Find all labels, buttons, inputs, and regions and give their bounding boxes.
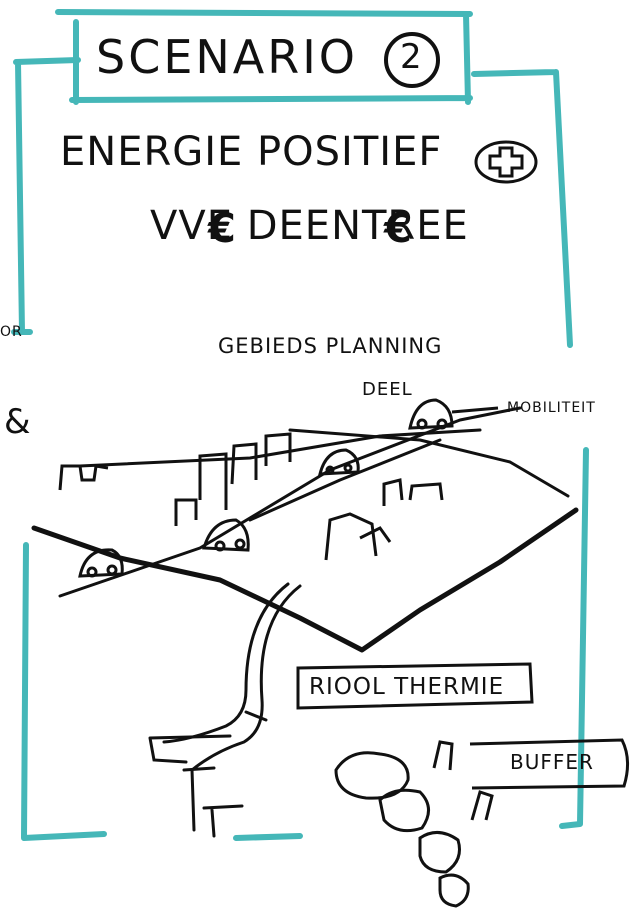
- landscape: [31, 406, 579, 653]
- label-deel: DEEL: [362, 379, 413, 400]
- buffer-box: [469, 738, 629, 790]
- scenario-number-circle: [384, 32, 440, 88]
- label-buffer: BUFFER: [510, 750, 594, 774]
- cut-off-text-or: OR: [0, 324, 23, 340]
- bottom-segment: [233, 833, 303, 841]
- hill-line-2: [78, 428, 482, 468]
- label-riool-thermie: RIOOL THERMIE: [309, 674, 505, 700]
- hill-line-1: [58, 406, 522, 598]
- plus-icon: [474, 140, 538, 184]
- main-valley-line: [31, 507, 579, 653]
- riool-thermie-box: [296, 662, 534, 710]
- subtitle-line-1: ENERGIE POSITIEF: [60, 129, 443, 175]
- house-icon: [58, 432, 444, 561]
- subtitle-line-2: VVE DEENTREE: [150, 203, 469, 249]
- label-gebieds-planning: GEBIEDS PLANNING: [218, 334, 443, 358]
- scenario-title: SCENARIO: [96, 30, 358, 84]
- euro-sign-icon: €: [207, 206, 236, 252]
- right-bracket-top: [471, 69, 573, 348]
- euro-sign-icon: €: [383, 206, 412, 252]
- left-bracket-top: [11, 57, 81, 335]
- frame-lines: [11, 9, 589, 841]
- label-mobiliteit: MOBILITEIT: [507, 400, 596, 416]
- pipe-icon: [148, 582, 302, 838]
- cut-off-ampersand: &: [4, 402, 32, 442]
- right-bracket-bottom: [559, 447, 589, 829]
- buffer-tanks: [334, 740, 494, 908]
- hill-line-3: [288, 428, 570, 498]
- car-icon: [78, 398, 499, 578]
- hill-line-4: [248, 438, 442, 522]
- scenario-number: 2: [400, 37, 423, 77]
- left-bracket-bottom: [21, 542, 107, 841]
